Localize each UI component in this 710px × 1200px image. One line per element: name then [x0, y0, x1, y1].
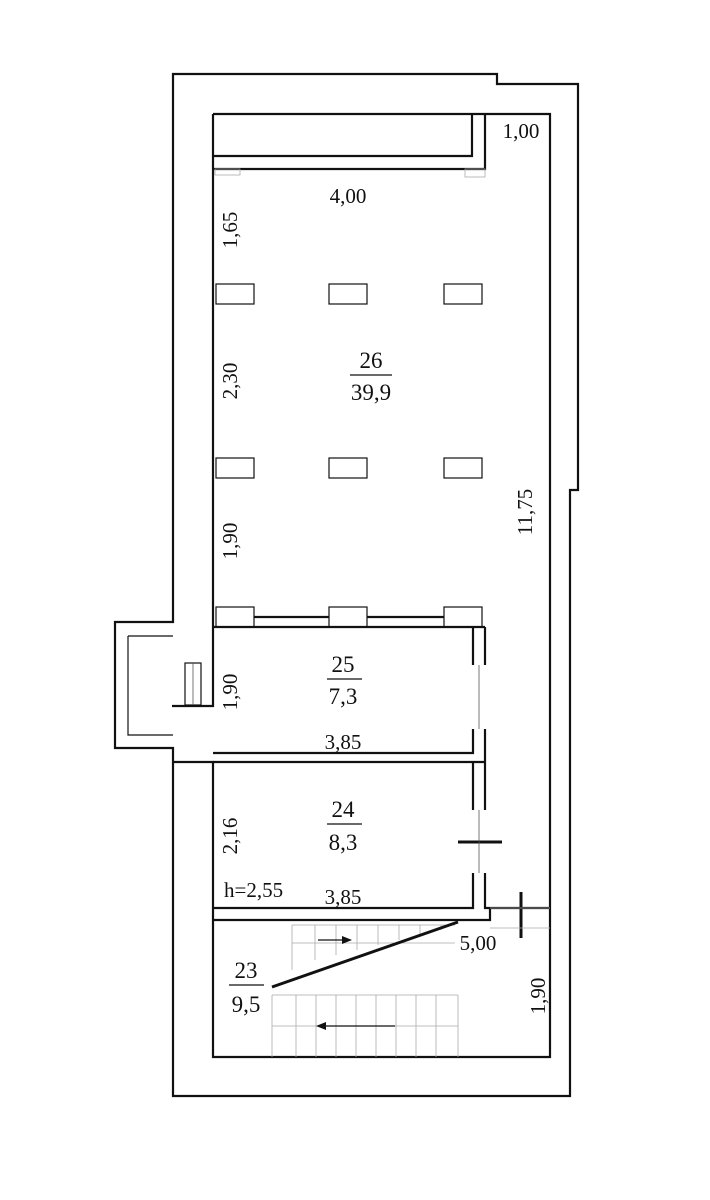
room-25-area: 7,3 [329, 684, 358, 709]
dim-5-00: 5,00 [460, 931, 497, 955]
column [443, 283, 483, 305]
room-24-area: 8,3 [329, 830, 358, 855]
stair-upper-flight [291, 924, 455, 970]
dim-1-00: 1,00 [503, 119, 540, 143]
column [328, 283, 368, 305]
dim-1-65: 1,65 [218, 212, 242, 249]
column [215, 283, 255, 305]
column [443, 606, 483, 628]
dim-2-16: 2,16 [218, 818, 242, 855]
column [328, 457, 368, 479]
column [443, 457, 483, 479]
inner-wall [172, 112, 552, 1059]
dim-4-00: 4,00 [330, 184, 367, 208]
dim-1-90-b: 1,90 [218, 674, 242, 711]
stair-diagonal [271, 920, 459, 989]
outer-wall [113, 72, 580, 1098]
dim-1-90-c: 1,90 [526, 978, 550, 1015]
column [215, 606, 255, 628]
room-24-number: 24 [332, 797, 356, 822]
height-label: h=2,55 [224, 878, 283, 902]
dim-3-85-b: 3,85 [325, 885, 362, 909]
column [328, 606, 368, 628]
dim-11-75: 11,75 [513, 489, 537, 535]
dim-2-30: 2,30 [218, 363, 242, 400]
room-26-area: 39,9 [351, 380, 391, 405]
dim-1-90-a: 1,90 [218, 523, 242, 560]
partition-26-25 [213, 615, 487, 665]
top-ledge [213, 114, 487, 171]
partition-25-24 [213, 729, 487, 810]
dim-3-85-a: 3,85 [325, 730, 362, 754]
room-25-number: 25 [332, 652, 355, 677]
entrance-niche [127, 635, 173, 736]
room-23-number: 23 [235, 958, 258, 983]
room-26-number: 26 [360, 348, 383, 373]
room-23-area: 9,5 [232, 992, 261, 1017]
column [215, 457, 255, 479]
